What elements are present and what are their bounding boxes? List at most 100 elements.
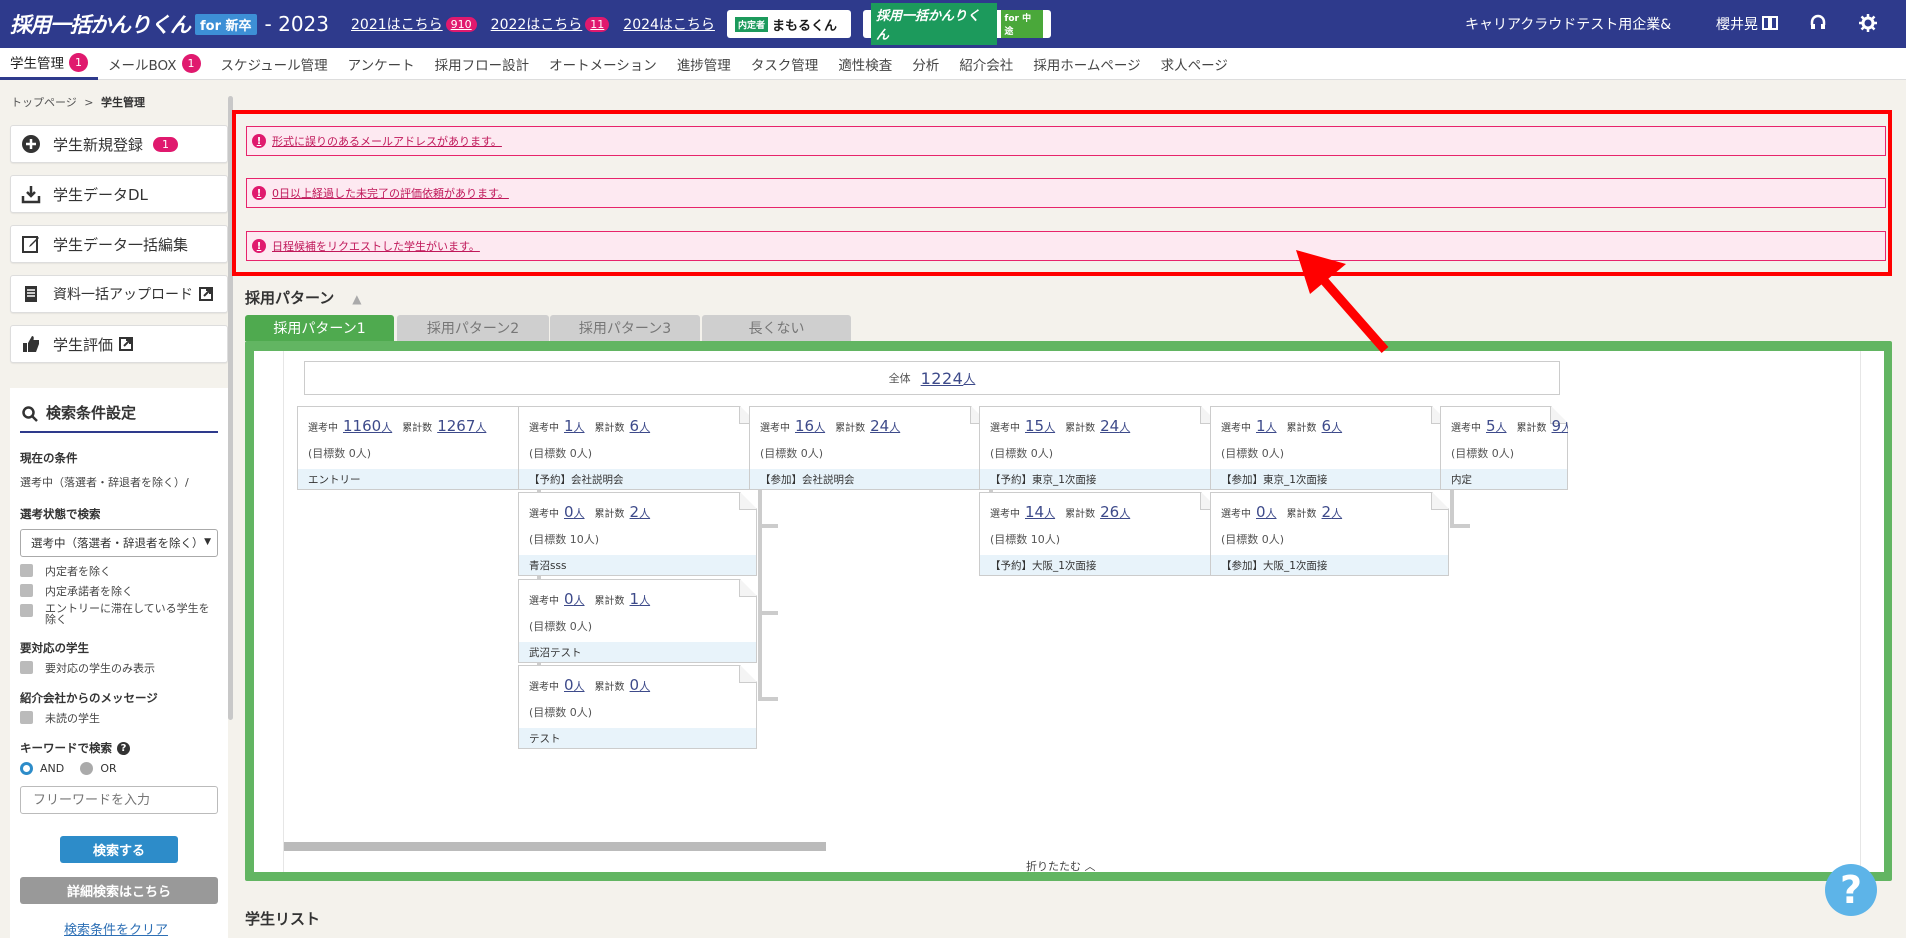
book-icon[interactable] (1760, 13, 1780, 33)
cumulative-count[interactable]: 2 (1321, 503, 1332, 521)
active-label: 選考中 (529, 682, 559, 693)
checkbox-box[interactable] (20, 564, 33, 577)
breadcrumb-home[interactable]: トップページ (11, 96, 77, 109)
nav-schedule[interactable]: スケジュール管理 (220, 57, 328, 74)
unread-checkbox[interactable]: 未読の学生 (20, 710, 100, 726)
student-evaluation-button[interactable]: 学生評価 (10, 325, 228, 363)
active-count[interactable]: 0 (1256, 503, 1266, 521)
nav-agency[interactable]: 紹介会社 (959, 57, 1014, 74)
bulk-edit-button[interactable]: 学生データ一括編集 (10, 225, 228, 263)
alert-invalid-email[interactable]: !形式に誤りのあるメールアドレスがあります。 (246, 126, 1886, 156)
horizontal-scrollbar[interactable] (284, 842, 826, 851)
tab-pattern-3[interactable]: 採用パターン3 (550, 315, 700, 341)
nav-automation[interactable]: オートメーション (549, 57, 657, 74)
alert-pending-evaluation[interactable]: !0日以上経過した未完了の評価依頼があります。 (246, 178, 1886, 208)
collapse-arrow-icon[interactable]: ▲ (352, 292, 362, 306)
active-count[interactable]: 15 (1025, 417, 1045, 435)
alert-schedule-request[interactable]: !日程候補をリクエストした学生がいます。 (246, 231, 1886, 261)
app-logo[interactable]: 採用一括かんりくん for 新卒 - 2023 (10, 0, 329, 48)
total-value[interactable]: 1224 (920, 368, 964, 388)
active-count[interactable]: 14 (1025, 503, 1045, 521)
sidebar-scrollbar[interactable] (228, 96, 233, 720)
clear-conditions-link[interactable]: 検索条件をクリア (64, 923, 169, 938)
search-button[interactable]: 検索する (60, 836, 178, 863)
tab-pattern-2[interactable]: 採用パターン2 (397, 315, 549, 341)
cumulative-count[interactable]: 0 (629, 676, 640, 694)
active-count[interactable]: 1160 (343, 417, 382, 435)
active-count[interactable]: 1 (564, 417, 574, 435)
nav-progress[interactable]: 進捗管理 (676, 57, 731, 74)
advanced-search-button[interactable]: 詳細検索はこちら (20, 877, 218, 904)
bulk-upload-button[interactable]: 資料一括アップロード (10, 275, 228, 313)
cumulative-count[interactable]: 9 (1551, 417, 1562, 435)
checkbox-box[interactable] (20, 711, 33, 724)
chuto-product-button[interactable]: 採用一括かんりくん for 中途 (862, 3, 1051, 45)
student-data-download-button[interactable]: 学生データDL (10, 175, 228, 213)
year-link-2024[interactable]: 2024はこちら (623, 14, 715, 34)
user-name[interactable]: 櫻井晃 (1716, 17, 1758, 33)
checkbox-box[interactable] (20, 661, 33, 674)
cumulative-count[interactable]: 6 (1321, 417, 1332, 435)
nav-flow-design[interactable]: 採用フロー設計 (434, 57, 530, 74)
active-count[interactable]: 0 (564, 503, 574, 521)
nav-recruit-homepage[interactable]: 採用ホームページ (1033, 57, 1141, 74)
active-count[interactable]: 1 (1256, 417, 1266, 435)
tab-pattern-1[interactable]: 採用パターン1 (245, 315, 394, 341)
cumulative-count[interactable]: 6 (629, 417, 640, 435)
nav-job-page[interactable]: 求人ページ (1160, 57, 1228, 74)
card-goal: (目標数 0人) (529, 447, 593, 460)
add-student-button[interactable]: 学生新規登録 1 (10, 125, 228, 163)
nav-survey[interactable]: アンケート (347, 57, 415, 74)
mamorukun-button[interactable]: 内定者 まもるくん (726, 10, 851, 38)
checkbox-box[interactable] (20, 584, 33, 597)
active-count[interactable]: 0 (564, 590, 574, 608)
gear-icon[interactable] (1858, 13, 1878, 33)
unit: 人 (1495, 421, 1507, 434)
active-count[interactable]: 16 (795, 417, 815, 435)
nav-aptitude[interactable]: 適性検査 (838, 57, 893, 74)
headset-icon[interactable] (1808, 13, 1828, 33)
active-count[interactable]: 0 (564, 676, 574, 694)
cumulative-count[interactable]: 24 (1100, 417, 1120, 435)
cumulative-count[interactable]: 24 (870, 417, 890, 435)
status-select[interactable]: 選考中（落選者・辞退者を除く）▼ (20, 529, 218, 557)
cumulative-count[interactable]: 26 (1100, 503, 1120, 521)
cumulative-count[interactable]: 1267 (437, 417, 476, 435)
cumulative-count[interactable]: 1 (629, 590, 640, 608)
active-count[interactable]: 5 (1486, 417, 1496, 435)
card-step-name: エントリー (298, 469, 535, 489)
checkbox-box[interactable] (20, 604, 33, 617)
exclude-accepted-checkbox[interactable]: 内定承諾者を除く (20, 583, 133, 599)
collapse-link[interactable]: 折りたたむ ︿ (1026, 860, 1096, 873)
tab-pattern-4[interactable]: 長くない (702, 315, 851, 341)
help-circle-icon[interactable]: ? (117, 741, 130, 755)
radio-and[interactable]: AND (20, 762, 64, 775)
nav-analysis[interactable]: 分析 (912, 57, 940, 74)
cumulative-count[interactable]: 2 (629, 503, 640, 521)
nav-tasks[interactable]: タスク管理 (750, 57, 819, 74)
help-button[interactable]: ? (1825, 864, 1877, 916)
keyword-input[interactable] (20, 786, 218, 814)
attention-only-checkbox[interactable]: 要対応の学生のみ表示 (20, 660, 155, 676)
exclamation-icon: ! (252, 186, 266, 200)
exclude-entry-checkbox[interactable]: エントリーに滞在している学生を除く (20, 603, 220, 625)
exclude-offer-checkbox[interactable]: 内定者を除く (20, 563, 111, 579)
radio-or[interactable]: OR (80, 762, 117, 775)
